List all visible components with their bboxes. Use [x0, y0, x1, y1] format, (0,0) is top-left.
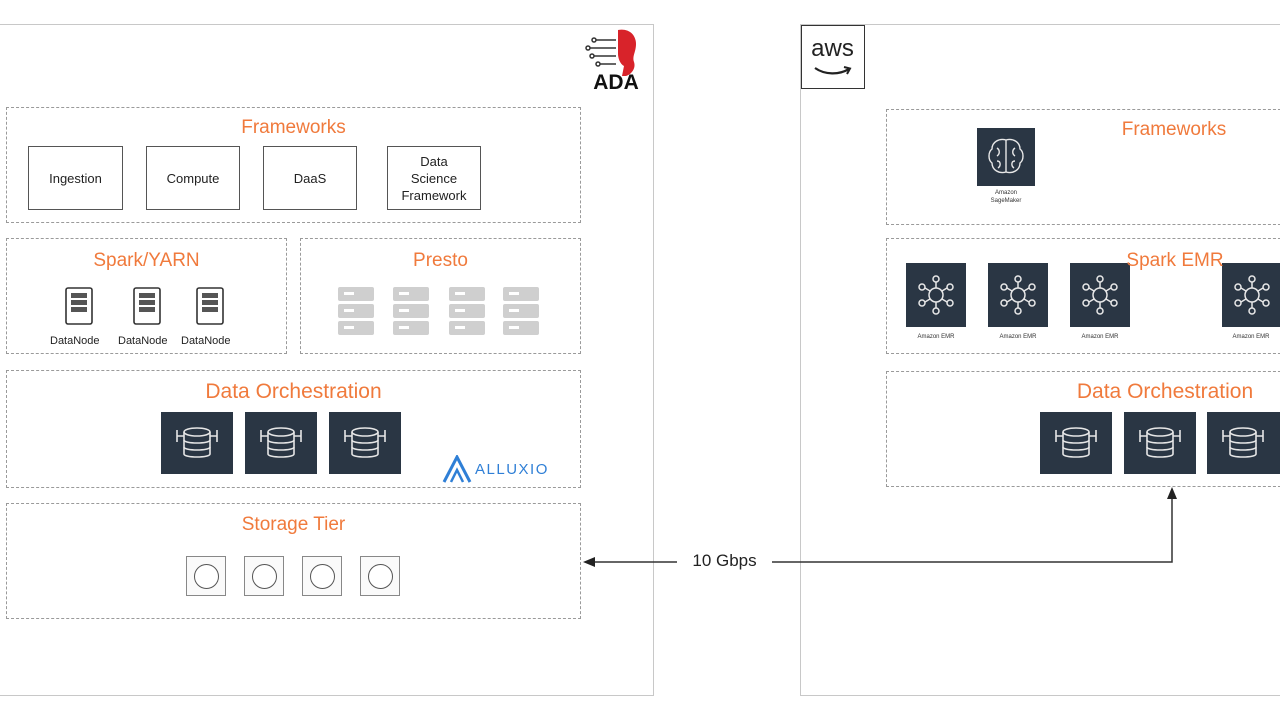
alluxio-worker-tile [161, 412, 233, 474]
datanode-label: DataNode [181, 335, 231, 347]
left-orchestration-title: Data Orchestration [205, 380, 382, 403]
datanode-server-icon [64, 287, 94, 330]
ada-logo-text: ADA [593, 71, 639, 92]
data-science-framework-label: Data Science Framework [401, 153, 467, 203]
presto-server-icon [338, 287, 374, 340]
presto-title: Presto [413, 250, 468, 271]
alluxio-logo-mark [442, 455, 472, 483]
emr-cluster-icon [1082, 275, 1118, 315]
ingestion-box: Ingestion [28, 146, 123, 210]
disk-icon [244, 556, 284, 596]
emr-label: Amazon EMR [1232, 334, 1270, 340]
emr-tile [988, 263, 1048, 327]
aws-smile-icon [814, 66, 852, 75]
sagemaker-label-line1: Amazon [994, 190, 1017, 196]
emr-cluster-icon [918, 275, 954, 315]
ada-logo: ADA [582, 26, 650, 94]
brain-icon [988, 138, 1024, 174]
ada-logo-graphic: ADA [585, 29, 639, 94]
presto-section [300, 238, 581, 354]
alluxio-worker-tile [1207, 412, 1280, 474]
alluxio-logo-text: ALLUXIO [475, 461, 549, 478]
emr-label: Amazon EMR [999, 334, 1037, 340]
presto-server-icon [449, 287, 485, 340]
spark-yarn-section [6, 238, 287, 354]
left-orchestration-section [6, 370, 581, 488]
sagemaker-tile [977, 128, 1035, 186]
spark-emr-section [886, 238, 1280, 354]
database-icon [1055, 427, 1097, 458]
right-orchestration-section [886, 371, 1280, 487]
compute-box: Compute [146, 146, 240, 210]
aws-logo: aws [801, 25, 865, 89]
emr-cluster-icon [1234, 275, 1270, 315]
datanode-server-icon [195, 287, 225, 330]
presto-server-icon [393, 287, 429, 340]
aws-logo-text: aws [811, 35, 854, 62]
database-icon [260, 427, 302, 458]
aws-cloud-panel [800, 24, 1280, 696]
daas-label: DaaS [293, 170, 327, 186]
alluxio-worker-tile [1040, 412, 1112, 474]
database-icon [1222, 427, 1264, 458]
presto-server-icon [503, 287, 539, 340]
alluxio-worker-tile [245, 412, 317, 474]
link-bandwidth-label: 10 Gbps [692, 551, 757, 570]
right-frameworks-section [886, 109, 1280, 225]
database-icon [344, 427, 386, 458]
left-frameworks-title: Frameworks [241, 117, 346, 138]
ingestion-label: Ingestion [49, 170, 102, 186]
emr-tile [1070, 263, 1130, 327]
daas-box: DaaS [263, 146, 357, 210]
emr-label: Amazon EMR [1081, 334, 1119, 340]
compute-label: Compute [166, 170, 220, 186]
datanode-label: DataNode [50, 335, 100, 347]
storage-tier-section [6, 503, 581, 619]
spark-emr-title: Spark EMR [1126, 250, 1224, 271]
emr-tile [1222, 263, 1280, 327]
database-icon [1139, 427, 1181, 458]
datanode-label: DataNode [118, 335, 168, 347]
sagemaker-label-line2: SageMaker [990, 198, 1022, 204]
right-orchestration-title: Data Orchestration [1076, 380, 1254, 403]
data-science-framework-box: Data Science Framework [387, 146, 481, 210]
datanode-server-icon [132, 287, 162, 330]
storage-tier-title: Storage Tier [241, 514, 346, 535]
emr-tile [906, 263, 966, 327]
alluxio-logo: ALLUXIO [442, 455, 576, 485]
right-frameworks-title: Frameworks [1121, 119, 1227, 140]
disk-icon [186, 556, 226, 596]
alluxio-worker-tile [1124, 412, 1196, 474]
emr-label: Amazon EMR [917, 334, 955, 340]
emr-cluster-icon [1000, 275, 1036, 315]
left-frameworks-section [6, 107, 581, 223]
spark-yarn-title: Spark/YARN [93, 250, 200, 271]
database-icon [176, 427, 218, 458]
disk-icon [360, 556, 400, 596]
disk-icon [302, 556, 342, 596]
alluxio-worker-tile [329, 412, 401, 474]
